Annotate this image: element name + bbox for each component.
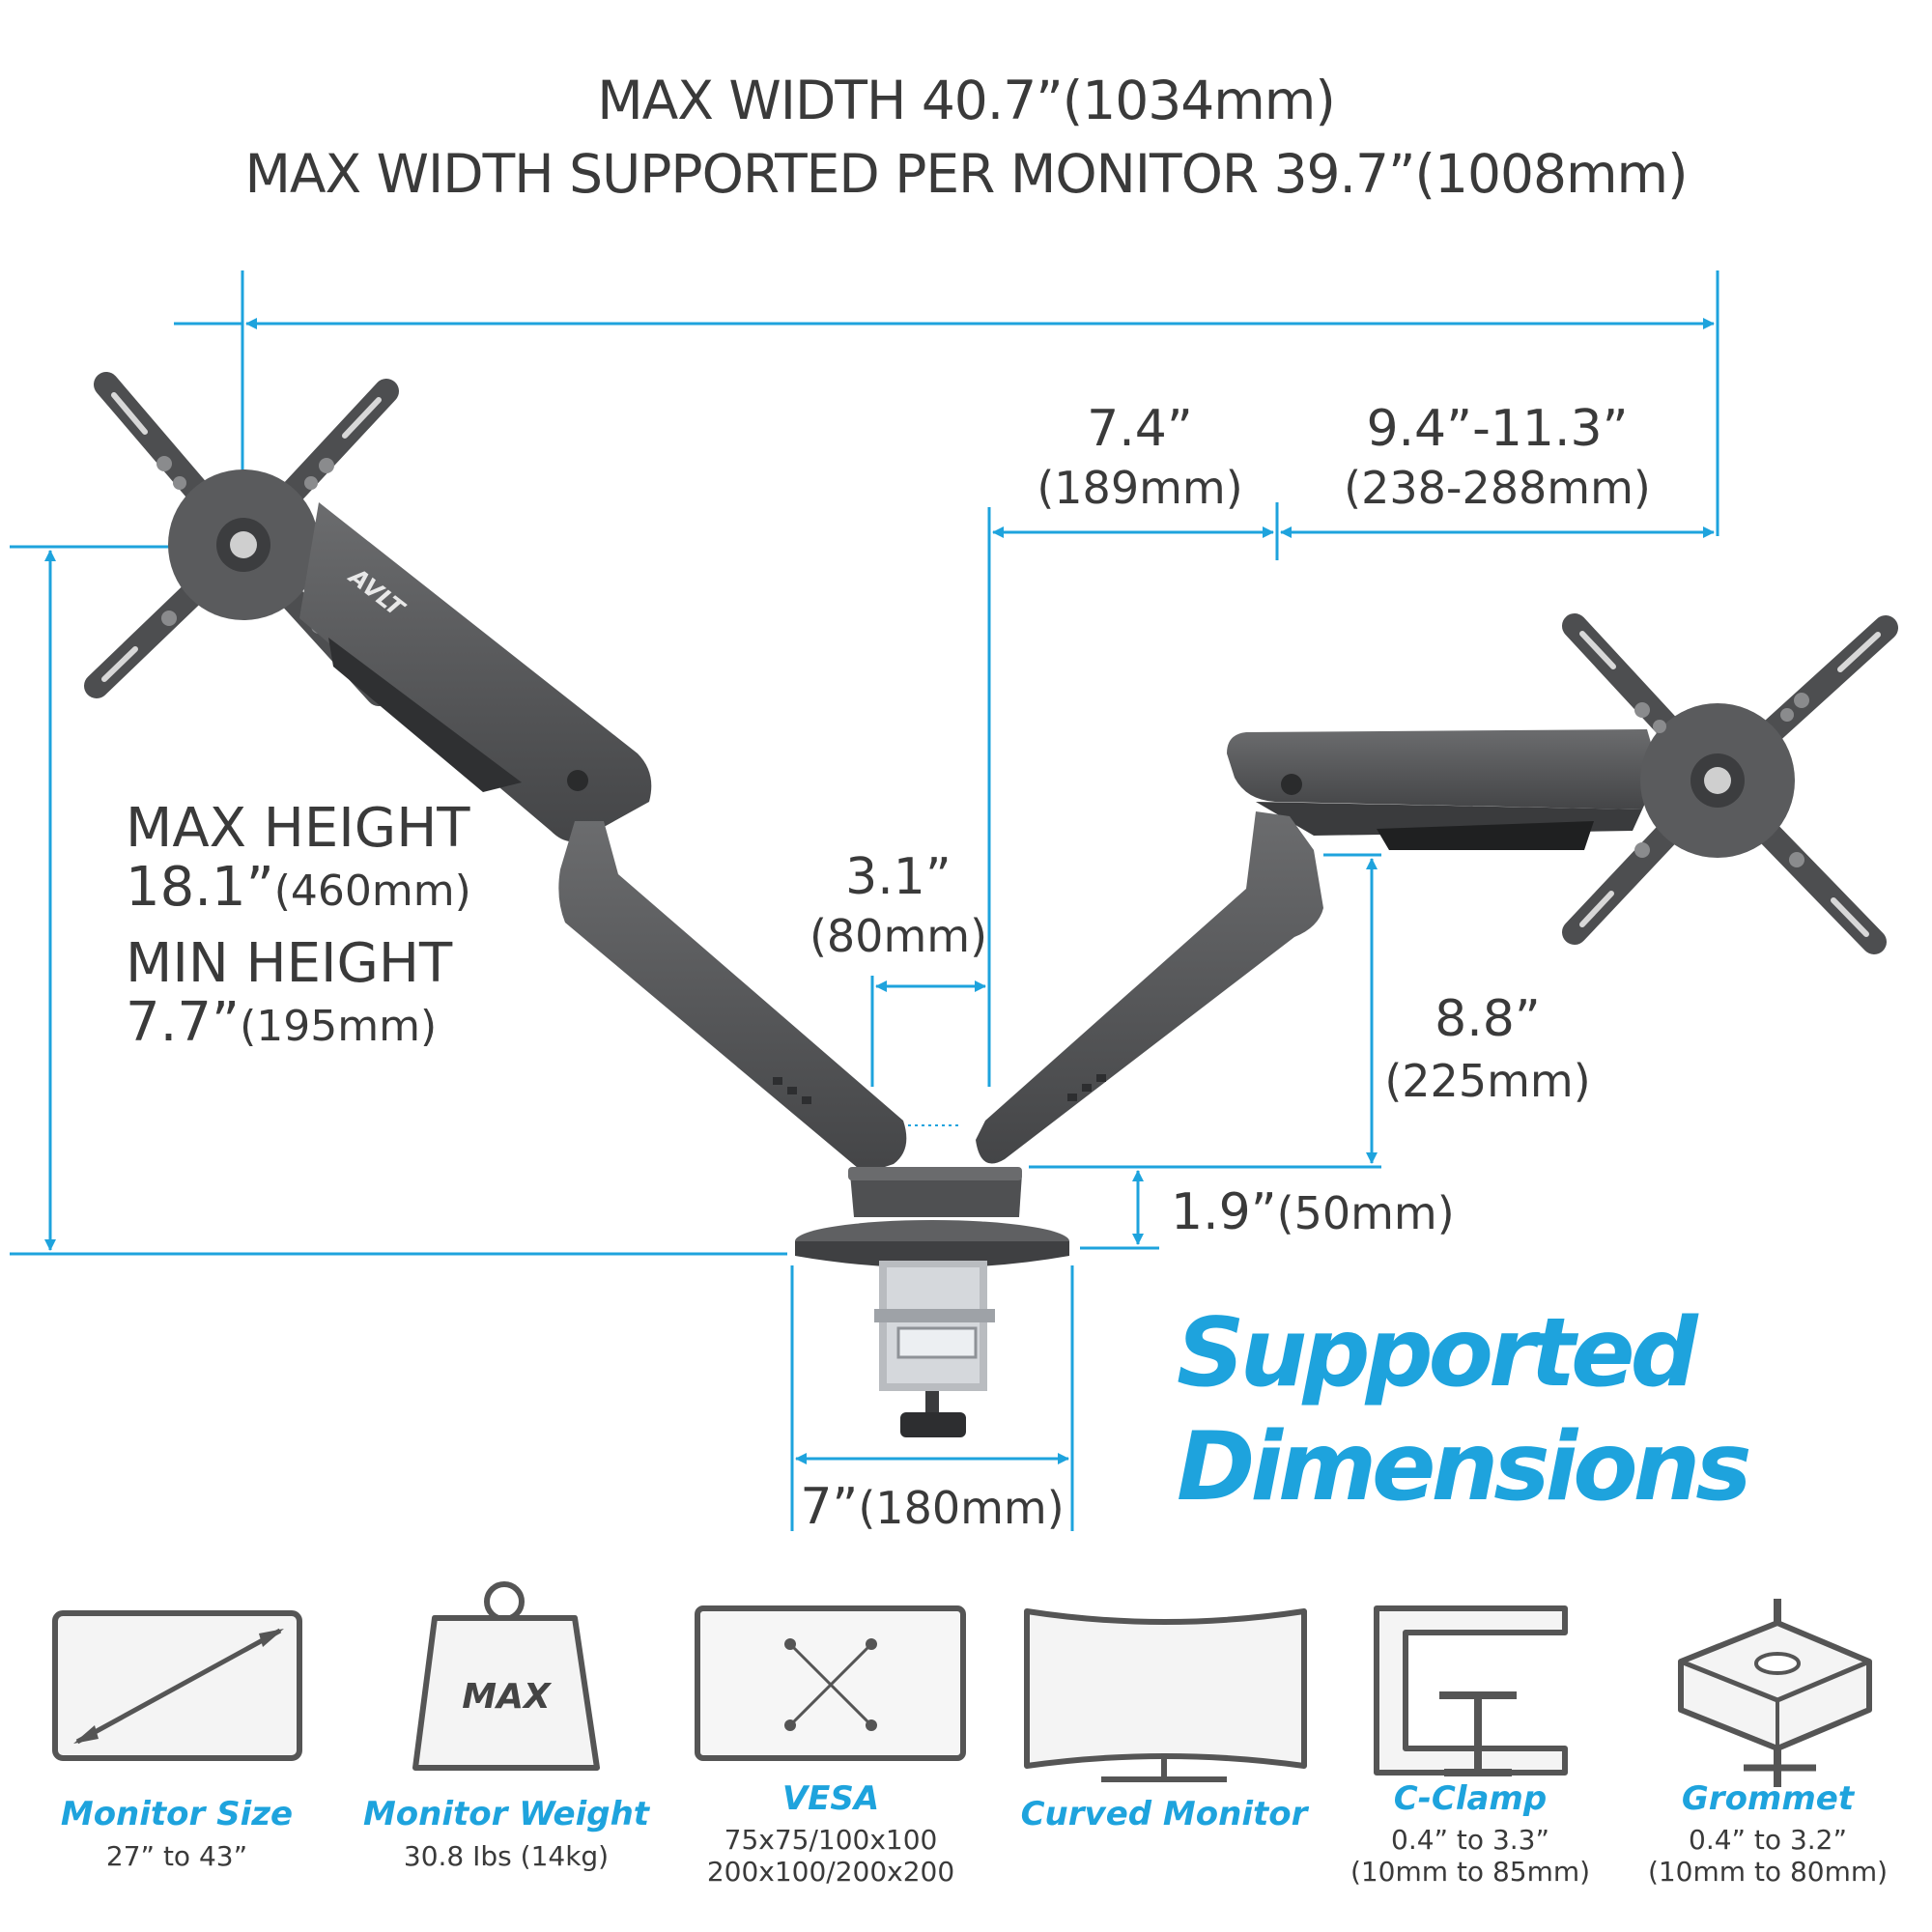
min-height-mm: (195mm) <box>240 1002 438 1051</box>
feature-vesa-sub-1: 75x75/100x100 <box>724 1824 938 1856</box>
dim-7: 7”(180mm) <box>773 1478 1092 1536</box>
feature-monitor-size-name: Monitor Size <box>60 1795 294 1833</box>
feature-c-clamp-name: C-Clamp <box>1393 1779 1548 1818</box>
grommet-icon <box>1678 1599 1872 1787</box>
header-max-width-per-monitor: MAX WIDTH SUPPORTED PER MONITOR 39.7”(10… <box>244 143 1688 205</box>
min-height-value: 7.7”(195mm) <box>126 991 437 1054</box>
dim-3-1-mm: (80mm) <box>809 910 988 962</box>
c-clamp-icon <box>1374 1605 1568 1776</box>
feature-grommet-sub-1: 0.4” to 3.2” <box>1689 1824 1847 1856</box>
dim-1-9: 1.9”(50mm) <box>1171 1183 1455 1241</box>
min-height-in: 7.7” <box>126 991 241 1054</box>
max-height-value: 18.1”(460mm) <box>126 856 471 919</box>
feature-grommet-sub-2: (10mm to 80mm) <box>1647 1856 1889 1888</box>
max-height-mm: (460mm) <box>273 867 471 916</box>
feature-vesa-sub-2: 200x100/200x200 <box>706 1856 955 1888</box>
max-height-label: MAX HEIGHT <box>126 797 470 860</box>
dim-1-9-in: 1.9” <box>1171 1183 1277 1241</box>
arm-base <box>795 1167 1069 1268</box>
feature-monitor-size-sub: 27” to 43” <box>105 1840 248 1872</box>
title-line-2: Dimensions <box>1177 1412 1752 1522</box>
title-line-1: Supported <box>1177 1298 1698 1408</box>
dim-9-4-mm: (238-288mm) <box>1344 462 1651 514</box>
feature-c-clamp-sub-2: (10mm to 85mm) <box>1350 1856 1591 1888</box>
left-lower-arm <box>558 821 907 1174</box>
dim-7-4-in: 7.4” <box>1087 400 1193 458</box>
diagonal-screen-icon <box>52 1610 302 1761</box>
dim-7-in: 7” <box>800 1478 859 1536</box>
vesa-icon <box>695 1605 966 1761</box>
right-upper-arm <box>1227 729 1660 850</box>
right-vesa-plate <box>1562 613 1898 954</box>
feature-monitor-weight-sub: 30.8 Ibs (14kg) <box>403 1840 610 1872</box>
dim-3-1-in: 3.1” <box>845 848 952 906</box>
curved-monitor-icon <box>1024 1608 1307 1782</box>
desk-clamp <box>874 1261 995 1437</box>
dim-7-mm: (180mm) <box>858 1482 1065 1534</box>
feature-vesa-name: VESA <box>781 1779 880 1818</box>
feature-curved-monitor-name: Curved Monitor <box>1020 1795 1308 1833</box>
right-lower-arm <box>976 811 1323 1164</box>
dim-8-8-in: 8.8” <box>1435 990 1541 1048</box>
feature-monitor-weight-name: Monitor Weight <box>362 1795 650 1833</box>
weight-icon: MAX <box>412 1581 600 1771</box>
left-upper-arm: AVLT <box>299 502 652 842</box>
dim-8-8-mm: (225mm) <box>1384 1055 1591 1107</box>
dim-9-4-in: 9.4”-11.3” <box>1366 400 1629 458</box>
dimension-lines <box>10 270 1719 1531</box>
feature-c-clamp-sub-1: 0.4” to 3.3” <box>1391 1824 1549 1856</box>
dim-7-4-mm: (189mm) <box>1037 462 1243 514</box>
header-max-width: MAX WIDTH 40.7”(1034mm) <box>597 70 1336 131</box>
max-height-in: 18.1” <box>126 856 274 919</box>
feature-grommet-name: Grommet <box>1681 1779 1855 1818</box>
dim-1-9-mm: (50mm) <box>1276 1187 1455 1239</box>
min-height-label: MIN HEIGHT <box>126 932 453 995</box>
weight-max-text: MAX <box>462 1677 553 1717</box>
